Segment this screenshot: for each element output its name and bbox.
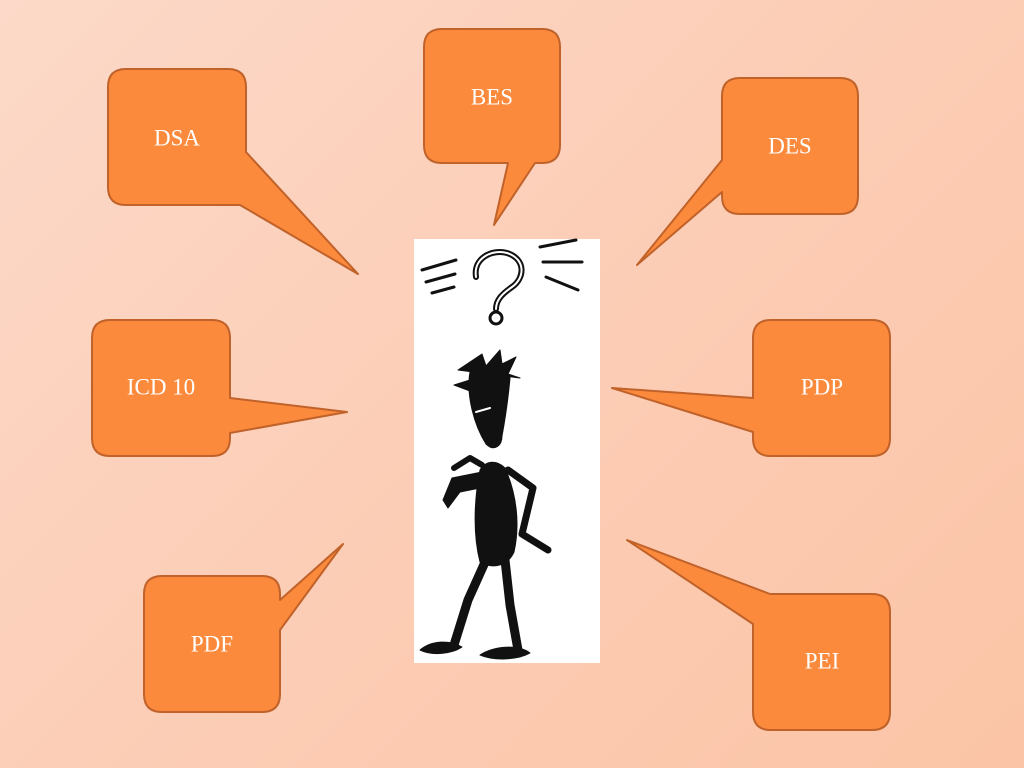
bubble-bes: BES	[423, 28, 561, 226]
bubble-pdp: PDP	[611, 319, 891, 457]
bubble-label-dsa: DSA	[154, 125, 200, 150]
stick-figure-icon	[419, 349, 552, 660]
bubble-icd: ICD 10	[91, 319, 348, 457]
bubble-des: DES	[636, 77, 859, 266]
bubble-label-bes: BES	[471, 84, 513, 109]
bubble-dsa: DSA	[107, 68, 359, 275]
bubble-label-pdf: PDF	[191, 631, 233, 656]
bubble-label-pei: PEI	[805, 648, 840, 673]
confused-figure-image	[414, 238, 600, 663]
question-mark-icon	[420, 238, 584, 326]
bubble-label-pdp: PDP	[801, 374, 843, 399]
bubble-pei: PEI	[626, 539, 891, 731]
bubble-label-icd: ICD 10	[127, 374, 195, 399]
bubble-pdf: PDF	[143, 543, 344, 713]
bubble-label-des: DES	[768, 133, 811, 158]
